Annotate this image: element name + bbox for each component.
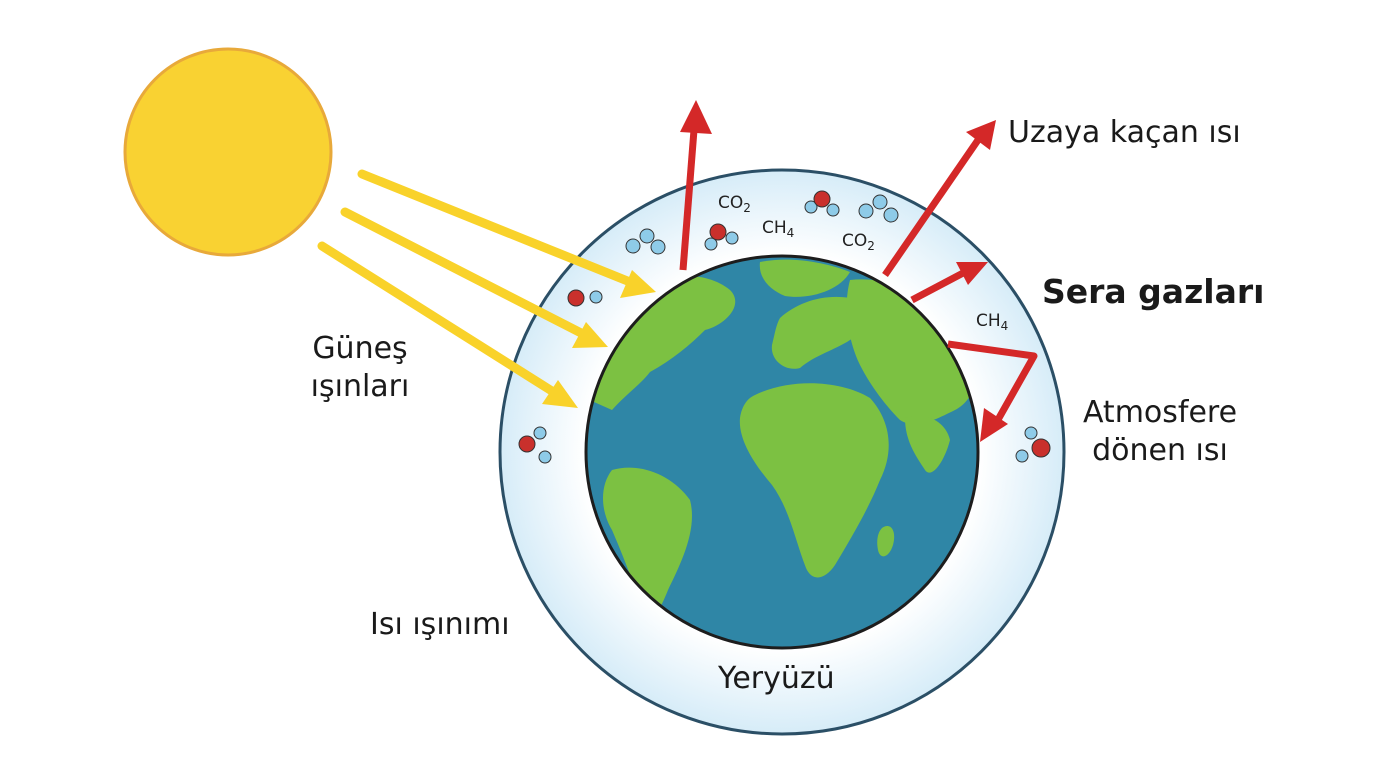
molecule-h2o-c [567,289,603,307]
heat-radiation-label: Isı ışınımı [370,607,510,642]
heat-arrow-to-space-head [966,120,996,150]
heat-arrow-to-space [882,138,981,277]
continent-africa [739,383,889,578]
sun [123,47,333,257]
molecule-h2o-d [518,426,552,464]
sun-ray-2-head [572,322,608,348]
heat-arrows [679,100,1038,442]
sun-rays-label-line1: Güneş [312,331,408,366]
gas-label-ch4-2: CH4 [976,311,1008,333]
heat-arrow-up-left-head [680,100,712,134]
molecule-h2o-b [804,190,840,217]
region-india [905,416,950,473]
heat-arrow-returned-head [980,408,1008,442]
heat-arrow-up-left [679,129,698,271]
continent-greenland [759,259,850,297]
molecule-h2o-e [1015,426,1051,463]
greenhouse-gases-label: Sera gazları [1042,272,1265,311]
gas-label-co2-2: CO2 [842,231,875,253]
gas-molecules [518,190,1051,464]
sun-rays-label: Güneş ışınları [290,330,430,406]
island-madagascar [877,525,895,557]
molecule-h2o-a [704,223,739,251]
sun-ray-3-head [542,380,578,408]
returned-heat-label-line1: Atmosfere [1082,395,1238,430]
gas-label-co2-1: CO2 [718,193,751,215]
returned-heat-label-line2: dönen ısı [1092,433,1228,468]
heat-arrow-short-head [956,262,988,285]
earth-surface-label: Yeryüzü [718,661,835,696]
heat-arrow-returned [947,340,1038,427]
sun-rays [317,169,656,408]
heat-to-space-label: Uzaya kaçan ısı [1008,115,1241,150]
sun-ray-1-head [620,270,656,298]
molecule-co2-a [625,228,666,255]
continent-south-america [603,467,692,620]
heat-arrow-short [910,268,967,304]
earth-globe [584,254,980,650]
sun-ray-3 [317,241,560,398]
continent-europe [771,296,871,369]
returned-heat-label: Atmosfere dönen ısı [1070,394,1250,470]
sun-ray-2 [340,207,590,340]
sun-ray-1 [357,169,635,287]
gas-label-ch4-1: CH4 [762,218,794,240]
sun-rays-label-line2: ışınları [310,369,410,404]
molecule-co2-b [858,194,899,223]
